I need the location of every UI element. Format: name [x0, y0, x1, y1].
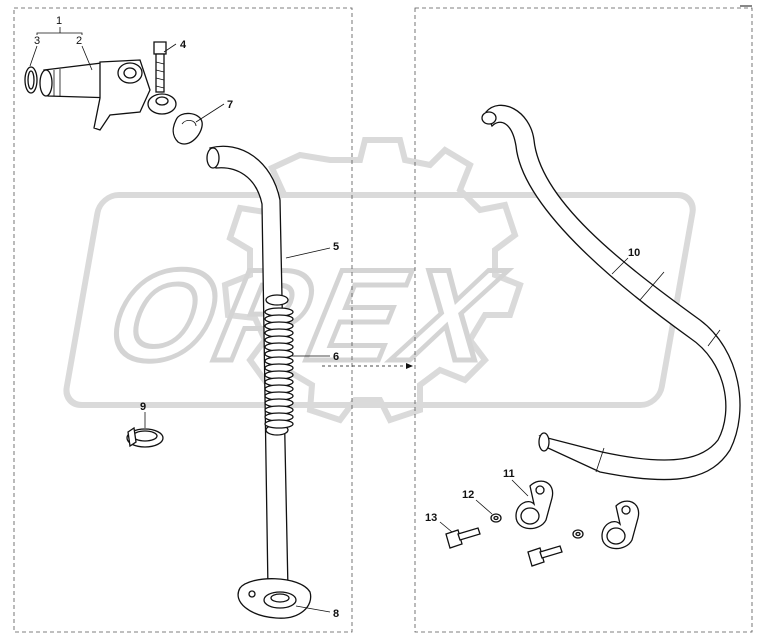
part-12-washer-b [572, 529, 584, 539]
part-13-screw-a [445, 527, 481, 549]
callout-5: 5 [333, 241, 339, 253]
watermark: OPEX [63, 137, 696, 424]
part-10-hose [481, 104, 741, 481]
part-4-bolt [147, 41, 177, 115]
callout-11: 11 [503, 468, 515, 480]
callout-8: 8 [333, 608, 339, 620]
watermark-gear [221, 137, 524, 424]
part-8-fitting [237, 578, 312, 619]
spring-coil [264, 419, 294, 429]
callout-10: 10 [628, 247, 640, 259]
callout-4: 4 [180, 39, 187, 51]
leader-lines [29, 27, 629, 613]
part-7-clamp [172, 112, 203, 145]
watermark-banner [63, 192, 696, 408]
right-panel-frame [414, 7, 753, 633]
part-3-o-ring [24, 66, 38, 94]
panel-link-arrowhead [406, 363, 413, 369]
callouts: 1 3 2 4 7 5 6 9 8 10 11 12 13 [34, 15, 640, 620]
callout-12: 12 [462, 489, 474, 501]
part-13-screw-b [527, 545, 563, 567]
callout-2: 2 [76, 35, 82, 47]
callout-6: 6 [333, 351, 339, 363]
part-11-p-clamp-b [601, 500, 640, 550]
callout-7: 7 [227, 99, 233, 111]
part-9-clip [126, 426, 164, 448]
left-panel-frame [13, 7, 353, 633]
part-6-spring [264, 307, 294, 429]
callout-3: 3 [34, 35, 40, 47]
callout-9: 9 [140, 401, 146, 413]
part-11-p-clamp-a [515, 480, 554, 530]
part-12-washer-a [490, 513, 502, 523]
callout-1: 1 [56, 15, 62, 27]
part-1-housing [93, 59, 151, 131]
watermark-text: OPEX [98, 242, 515, 387]
callout-13: 13 [425, 512, 437, 524]
